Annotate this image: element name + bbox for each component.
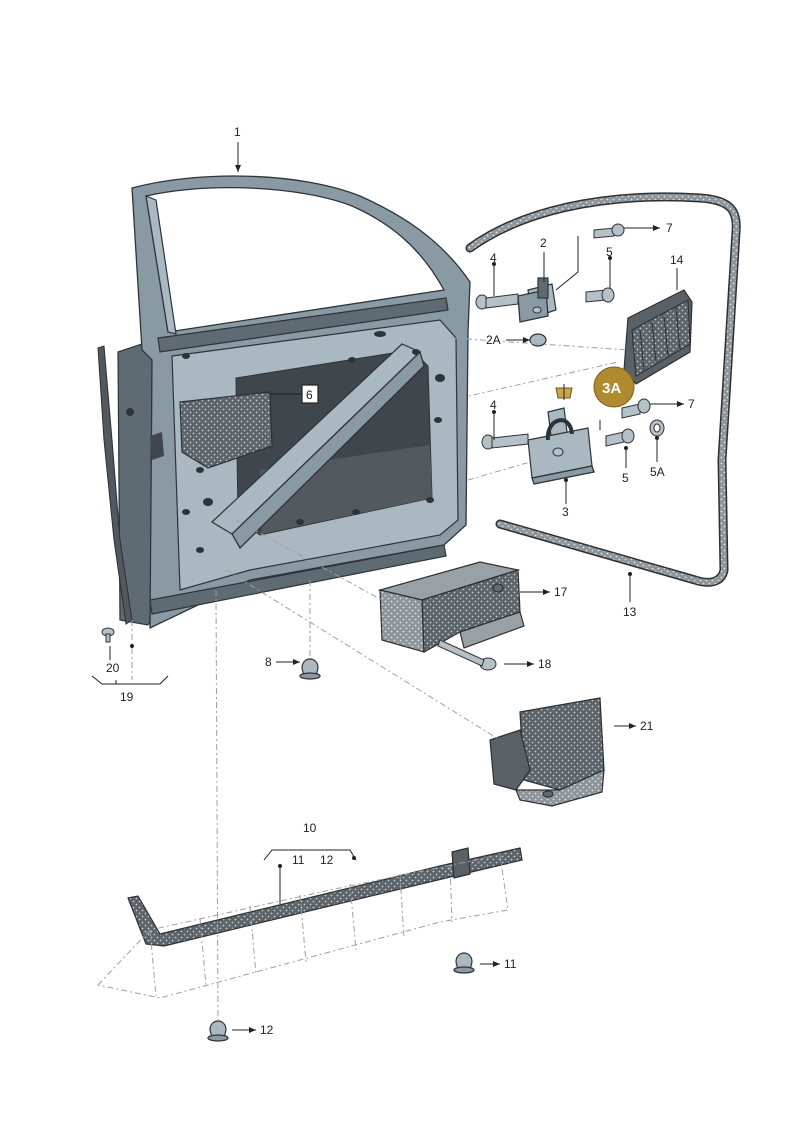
label-13: 13 [623, 605, 637, 619]
clip-8 [299, 658, 321, 680]
label-21: 21 [640, 719, 654, 733]
badge-3a [593, 366, 635, 408]
label-5-upper: 5 [606, 245, 613, 259]
arrow-heads [130, 165, 684, 1033]
label-19: 19 [120, 690, 134, 704]
label-6: 6 [306, 388, 313, 402]
label-12-sill: 12 [320, 853, 334, 867]
lower-hinge [527, 407, 595, 485]
label-17: 17 [554, 585, 568, 599]
label-2a: 2A [486, 333, 501, 347]
label-5a: 5A [650, 465, 665, 479]
label-12-clip: 12 [260, 1023, 274, 1037]
washer-5a-hole [653, 423, 661, 433]
foam-bracket-21 [489, 697, 605, 807]
label-3: 3 [562, 505, 569, 519]
screw-18 [437, 639, 497, 671]
label-11-clip: 11 [504, 957, 517, 971]
label-20: 20 [106, 661, 120, 675]
clip-12 [207, 1020, 229, 1042]
label-4-lower: 4 [490, 398, 497, 412]
bolt-4-upper [475, 293, 519, 310]
label-2: 2 [540, 236, 547, 250]
label-8: 8 [265, 655, 272, 669]
label-4-upper: 4 [490, 251, 497, 265]
label-5-lower: 5 [622, 471, 629, 485]
bolt-4-lower [481, 433, 529, 450]
label-6-box [301, 384, 319, 404]
label-1: 1 [234, 125, 241, 139]
foam-buffer-14 [623, 289, 693, 385]
foam-block-17 [377, 561, 525, 653]
label-7-upper: 7 [666, 221, 673, 235]
label-10: 10 [303, 821, 317, 835]
bolt-7-upper [593, 223, 625, 239]
upper-hinge [517, 277, 557, 323]
part-labels: 1 2 2A 3 3A 4 4 5 5 5A 6 7 7 8 10 11 11 … [106, 125, 695, 1037]
door-shell [117, 175, 471, 630]
bolt-5-lower [605, 428, 635, 447]
label-7-lower: 7 [688, 397, 695, 411]
assembly-lines [97, 337, 629, 1021]
label-14: 14 [670, 253, 684, 267]
bolt-5-upper [585, 287, 615, 303]
bolt-7-lower [621, 398, 651, 419]
label-18: 18 [538, 657, 552, 671]
door-seal [465, 192, 741, 587]
screw-20 [101, 627, 115, 643]
label-11-sill: 11 [292, 853, 305, 867]
label-3a: 3A [602, 380, 621, 397]
clip-11 [453, 952, 475, 974]
